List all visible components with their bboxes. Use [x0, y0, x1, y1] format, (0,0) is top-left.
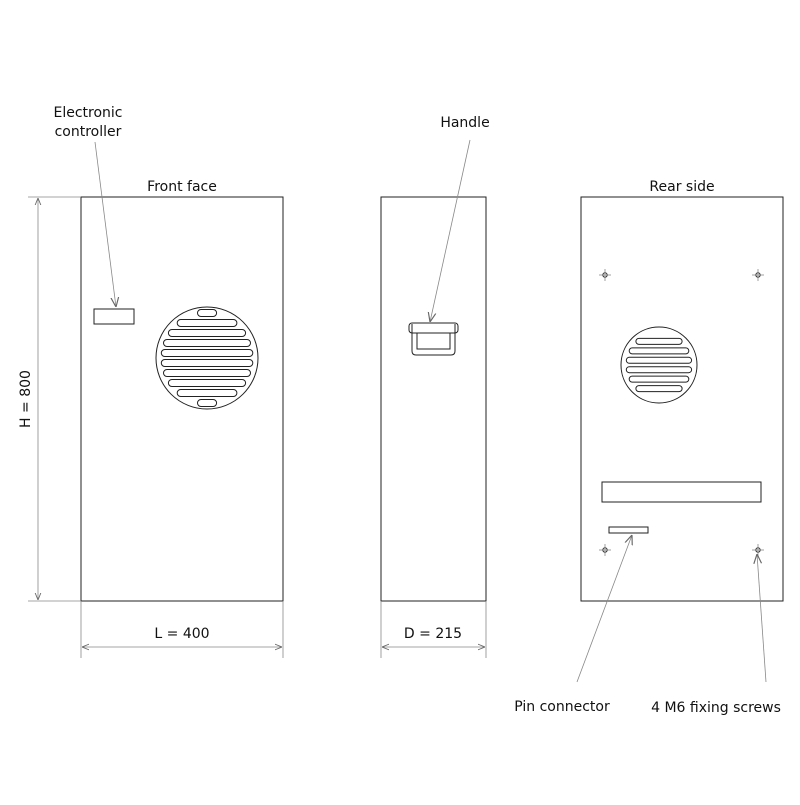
rear-view-title: Rear side [649, 179, 714, 195]
depth-dimension-label: D = 215 [404, 626, 462, 642]
grille-slat [160, 349, 254, 357]
side-panel [380, 196, 487, 602]
grille-slat [163, 339, 251, 347]
grille-slat [635, 337, 683, 345]
handle-callout-label: Handle [440, 115, 489, 131]
rear-panel [580, 196, 784, 602]
grille-slat [176, 389, 238, 397]
height-dimension: H = 800 [18, 196, 81, 602]
front-view-title: Front face [147, 179, 217, 195]
handle-callout: Handle [430, 115, 490, 322]
front-panel [80, 196, 284, 602]
front-fan-grille [155, 306, 259, 410]
rear-fan-grille [620, 326, 698, 404]
controller-callout: Electronic controller [53, 105, 123, 307]
length-dimension: L = 400 [80, 601, 284, 658]
controller-callout-line1: Electronic [53, 105, 122, 121]
rear-vent-slot [601, 481, 762, 503]
electronic-controller [93, 308, 135, 325]
fixing-screw [599, 269, 611, 281]
grille-slat [167, 329, 247, 337]
grille-slat [163, 369, 251, 377]
grille-slat [176, 319, 238, 327]
grille-slat [197, 309, 218, 317]
grille-slat [625, 356, 693, 364]
grille-slat [625, 366, 693, 374]
grille-slat [167, 379, 247, 387]
pin-connector-callout-label: Pin connector [514, 699, 610, 715]
rear-view: Rear side [580, 179, 784, 602]
grille-slat [160, 359, 254, 367]
grille-slat [197, 399, 218, 407]
pin-connector-callout: Pin connector [514, 535, 632, 715]
grille-slat [635, 385, 683, 393]
grille-slat [628, 347, 690, 355]
screws-callout-label: 4 M6 fixing screws [651, 700, 781, 716]
depth-dimension: D = 215 [380, 601, 487, 658]
pin-connector [608, 526, 649, 534]
length-dimension-label: L = 400 [154, 626, 209, 642]
grille-slat [628, 375, 690, 383]
fixing-screw [599, 544, 611, 556]
side-view [380, 196, 487, 602]
controller-callout-line2: controller [55, 124, 122, 140]
height-dimension-label: H = 800 [18, 370, 34, 428]
front-view: Front face [80, 179, 284, 602]
screws-callout: 4 M6 fixing screws [651, 554, 781, 716]
fixing-screw [752, 269, 764, 281]
